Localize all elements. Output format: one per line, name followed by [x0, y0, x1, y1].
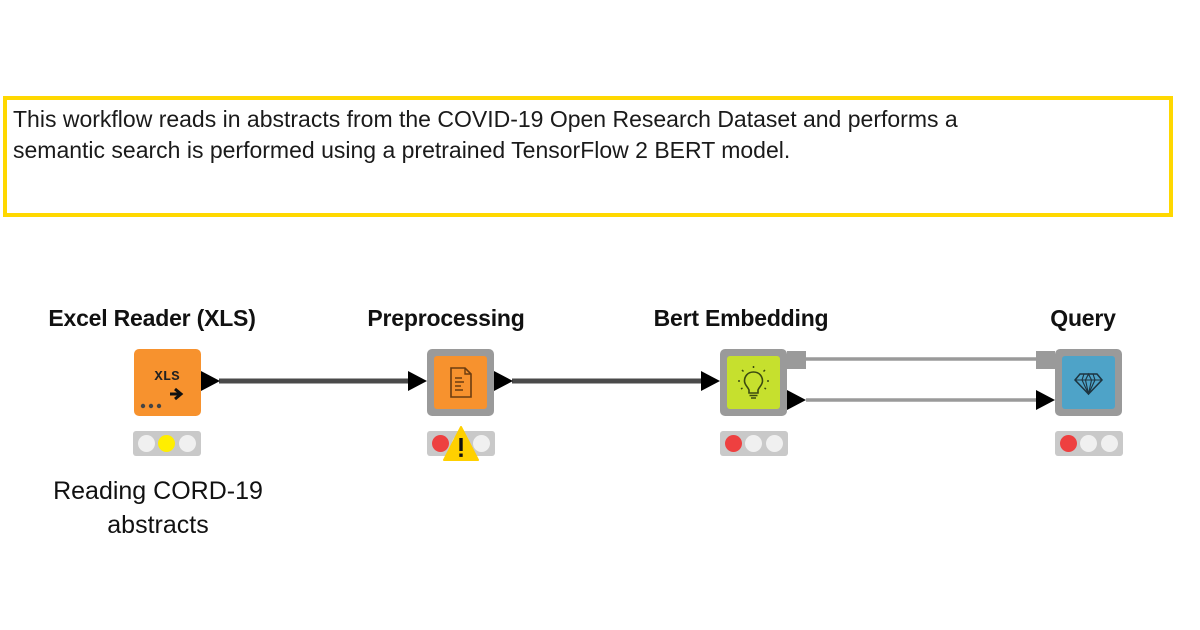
status-lamp-yellow-active — [158, 435, 175, 452]
status-lamp-green — [473, 435, 490, 452]
status-lamp-red-active — [1060, 435, 1077, 452]
node-bert-embedding[interactable] — [720, 349, 787, 416]
xls-file-reader-icon: XLS — [140, 369, 184, 409]
status-lamp-red-active — [725, 435, 742, 452]
model-input-port[interactable] — [1036, 351, 1055, 369]
lightbulb-icon — [738, 366, 769, 399]
status-lamp-yellow — [1080, 435, 1097, 452]
status-lamp-green — [179, 435, 196, 452]
dot — [148, 403, 154, 409]
workflow-annotation[interactable]: This workflow reads in abstracts from th… — [3, 96, 1173, 217]
input-port-triangle[interactable] — [408, 371, 428, 391]
node-description-excel-reader[interactable]: Reading CORD-19 abstracts — [53, 477, 263, 539]
input-port-triangle[interactable] — [1036, 390, 1056, 410]
dot — [140, 403, 146, 409]
dot — [156, 403, 162, 409]
warning-icon[interactable] — [443, 426, 479, 462]
status-lamp-yellow — [745, 435, 762, 452]
status-traffic-light-excel-reader — [133, 431, 201, 456]
node-preprocessing[interactable] — [427, 349, 494, 416]
annotation-text: This workflow reads in abstracts from th… — [13, 106, 958, 163]
node-query[interactable] — [1055, 349, 1122, 416]
document-icon — [450, 367, 472, 398]
output-port-triangle[interactable] — [787, 390, 807, 410]
status-lamp-red-active — [432, 435, 449, 452]
input-port-triangle[interactable] — [701, 371, 721, 391]
node-body — [727, 356, 780, 409]
output-port-triangle[interactable] — [201, 371, 221, 391]
status-traffic-light-bert-embedding — [720, 431, 788, 456]
node-title-excel-reader[interactable]: Excel Reader (XLS) — [48, 305, 256, 331]
node-body — [434, 356, 487, 409]
node-body — [1062, 356, 1115, 409]
status-lamp-green — [766, 435, 783, 452]
status-traffic-light-query — [1055, 431, 1123, 456]
node-title-bert-embedding[interactable]: Bert Embedding — [653, 305, 829, 331]
model-output-port[interactable] — [787, 351, 806, 369]
node-title-query[interactable]: Query — [1050, 305, 1116, 331]
node-title-preprocessing[interactable]: Preprocessing — [367, 305, 525, 331]
diamond-icon — [1073, 372, 1104, 396]
status-lamp-green — [1101, 435, 1118, 452]
node-excel-reader[interactable]: XLS — [134, 349, 201, 416]
output-port-triangle[interactable] — [494, 371, 514, 391]
status-lamp-red — [138, 435, 155, 452]
arrow-right-icon — [170, 387, 184, 401]
xls-icon-text: XLS — [154, 369, 179, 385]
